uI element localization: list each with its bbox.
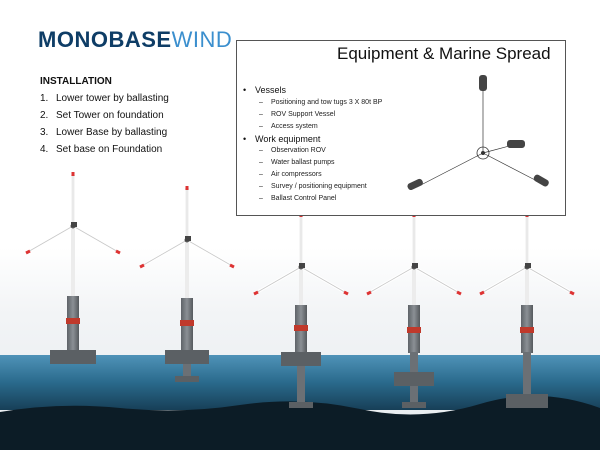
dash: – xyxy=(259,171,263,178)
equipment-item: – Ballast Control Panel xyxy=(259,195,336,202)
seabed xyxy=(0,395,600,450)
installation-step: 2. Set Tower on foundation xyxy=(40,110,169,121)
equipment-item: – Water ballast pumps xyxy=(259,159,335,166)
installation-title: INSTALLATION xyxy=(40,76,112,87)
bullet: • xyxy=(243,134,247,144)
item-text: Water ballast pumps xyxy=(271,159,335,166)
dash: – xyxy=(259,183,263,190)
step-number: 2. xyxy=(40,110,49,121)
step-text: Set base on Foundation xyxy=(56,144,163,155)
tug-vessel-icon xyxy=(533,174,549,187)
bullet: • xyxy=(243,85,247,95)
logo-part-wind: WIND xyxy=(171,27,233,52)
section-label: Work equipment xyxy=(255,134,321,144)
dash: – xyxy=(259,147,263,154)
step-number: 4. xyxy=(40,144,49,155)
step-number: 3. xyxy=(40,127,49,138)
item-text: Positioning and tow tugs 3 X 80t BP xyxy=(271,99,383,106)
tug-vessel-icon xyxy=(407,178,423,191)
turbine-stage-1 xyxy=(24,170,122,364)
item-text: Observation ROV xyxy=(271,147,326,154)
turbine-stage-4 xyxy=(365,211,463,408)
section-vessels: • Vessels xyxy=(243,85,286,95)
installation-step: 3. Lower Base by ballasting xyxy=(40,127,169,138)
vessel-item: – Access system xyxy=(259,123,318,130)
tug-layout-diagram xyxy=(407,75,549,191)
item-text: Air compressors xyxy=(271,171,322,178)
vessel-item: – Positioning and tow tugs 3 X 80t BP xyxy=(259,99,382,106)
equipment-item: – Air compressors xyxy=(259,171,322,178)
vessel-item: – ROV Support Vessel xyxy=(259,111,335,118)
panel-title: Equipment & Marine Spread xyxy=(337,44,551,63)
item-text: Survey / positioning equipment xyxy=(271,183,367,190)
installation-list: INSTALLATION 1. Lower tower by ballasting… xyxy=(40,76,169,161)
step-text: Lower Base by ballasting xyxy=(56,127,168,138)
item-text: Access system xyxy=(271,123,318,130)
section-label: Vessels xyxy=(255,85,287,95)
dash: – xyxy=(259,195,263,202)
dash: – xyxy=(259,123,263,130)
section-work-equipment: • Work equipment xyxy=(243,134,320,144)
step-text: Set Tower on foundation xyxy=(56,110,164,121)
equipment-item: – Observation ROV xyxy=(259,147,326,154)
monobase-center-icon xyxy=(476,146,490,160)
equipment-item: – Survey / positioning equipment xyxy=(259,183,367,190)
rov-support-vessel-icon xyxy=(507,140,525,148)
step-number: 1. xyxy=(40,93,49,104)
turbine-stage-2 xyxy=(138,184,236,382)
installation-step: 4. Set base on Foundation xyxy=(40,144,169,155)
logo-part-monobase: MONOBASE xyxy=(38,27,172,52)
dash: – xyxy=(259,99,263,106)
monobase-wind-logo: MONOBASEWIND xyxy=(38,27,232,53)
step-text: Lower tower by ballasting xyxy=(56,93,169,104)
item-text: ROV Support Vessel xyxy=(271,111,336,118)
dash: – xyxy=(259,111,263,118)
item-text: Ballast Control Panel xyxy=(271,195,337,202)
dash: – xyxy=(259,159,263,166)
turbine-stage-5 xyxy=(478,211,576,408)
turbine-stage-3 xyxy=(252,211,350,408)
equipment-panel: Equipment & Marine Spread • Vessels – Posi… xyxy=(236,40,566,216)
installation-step: 1. Lower tower by ballasting xyxy=(40,93,169,104)
tug-vessel-icon xyxy=(479,75,487,91)
